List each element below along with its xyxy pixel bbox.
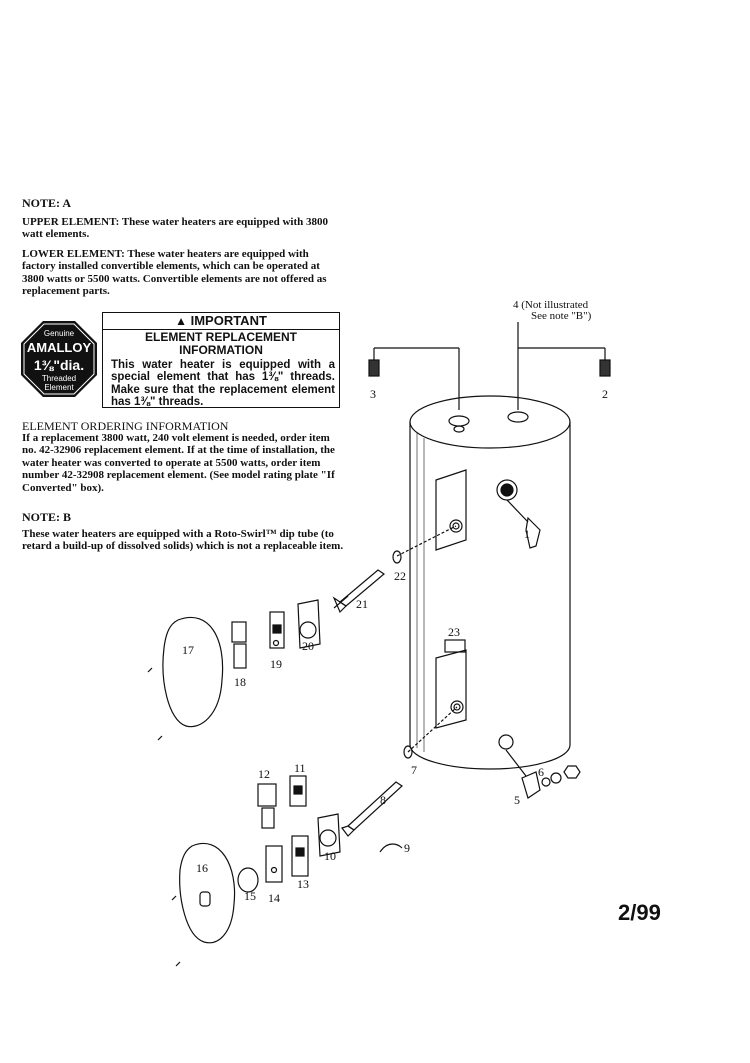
label-1: 1 xyxy=(524,527,530,541)
tank-body xyxy=(409,395,571,770)
upper-thermostat xyxy=(269,611,285,649)
ordering-body: If a replacement 3800 watt, 240 volt ele… xyxy=(22,432,335,494)
drain-valve xyxy=(505,749,581,799)
lower-bracket-10 xyxy=(317,813,341,857)
cover-screw-lower-1 xyxy=(171,895,177,901)
badge-line2: AMALLOY xyxy=(27,340,92,355)
note-a-lower: LOWER ELEMENT: These water heaters are e… xyxy=(22,248,340,298)
amalloy-badge: Genuine AMALLOY 1⅜"dia. Threaded Element xyxy=(21,321,97,397)
nipple-2 xyxy=(517,347,611,410)
label-23: 23 xyxy=(448,625,460,639)
upper-access-cover xyxy=(162,617,224,728)
callout-4-line2: See note "B") xyxy=(531,310,592,322)
important-box: ▲ IMPORTANT ELEMENT REPLACEMENT INFORMAT… xyxy=(102,312,340,408)
label-3: 3 xyxy=(370,387,376,401)
rating-plate xyxy=(444,639,466,653)
important-header-text: IMPORTANT xyxy=(190,313,267,328)
note-b-heading: NOTE: B xyxy=(22,510,72,524)
label-14: 14 xyxy=(268,891,280,905)
label-7: 7 xyxy=(411,763,417,777)
callout-4: 4 (Not illustrated See note "B") xyxy=(513,300,591,322)
label-12: 12 xyxy=(258,767,270,781)
label-11: 11 xyxy=(294,761,306,775)
warning-triangle-icon: ▲ xyxy=(175,314,187,328)
relief-valve xyxy=(506,499,541,549)
note-a-heading: NOTE: A xyxy=(22,196,72,210)
lower-access-cover xyxy=(179,842,236,944)
important-body: This water heater is equipped with a spe… xyxy=(111,359,335,409)
label-9: 9 xyxy=(404,841,410,855)
lower-thermostat-14 xyxy=(265,845,283,883)
label-20: 20 xyxy=(302,639,314,653)
badge-line3: 1⅜"dia. xyxy=(34,357,84,373)
label-22: 22 xyxy=(394,569,406,583)
wire-9 xyxy=(379,843,403,853)
cover-screw-upper-2 xyxy=(157,735,163,741)
note-a-upper: UPPER ELEMENT: These water heaters are e… xyxy=(22,216,340,241)
badge-line1: Genuine xyxy=(44,329,75,338)
label-5: 5 xyxy=(514,793,520,807)
upper-element-opening xyxy=(435,469,467,551)
ordering-heading: ELEMENT ORDERING INFORMATION xyxy=(22,419,229,433)
drain-opening xyxy=(498,734,514,750)
nipple-3 xyxy=(368,347,460,410)
insulation-15 xyxy=(237,867,259,893)
upper-thermostat-clip xyxy=(231,621,247,669)
upper-thermostat-bracket xyxy=(297,599,321,649)
upper-element-text: These water heaters are equipped with 38… xyxy=(22,216,328,241)
badge-line4: Threaded xyxy=(42,374,76,383)
cover-screw-upper-1 xyxy=(147,667,153,673)
relief-valve-opening xyxy=(496,479,518,501)
lower-element-text: These water heaters are equipped with fa… xyxy=(22,248,327,298)
label-8: 8 xyxy=(380,793,386,807)
date-code: 2/99 xyxy=(618,900,661,925)
cover-screw-lower-2 xyxy=(175,961,181,967)
label-6: 6 xyxy=(538,765,544,779)
label-2: 2 xyxy=(602,387,608,401)
label-21: 21 xyxy=(356,597,368,611)
badge-line5: Element xyxy=(44,383,74,392)
label-17: 17 xyxy=(182,643,194,657)
label-16: 16 xyxy=(196,861,208,875)
important-title-line1: ELEMENT REPLACEMENT xyxy=(144,330,297,344)
lower-element-opening xyxy=(435,649,467,729)
label-10: 10 xyxy=(324,849,336,863)
callout-4-line1: 4 (Not illustrated xyxy=(513,299,589,311)
upper-element-label: UPPER ELEMENT: xyxy=(22,216,120,228)
lower-element-label: LOWER ELEMENT: xyxy=(22,248,125,260)
important-header: ▲ IMPORTANT xyxy=(103,313,339,330)
upper-heating-element xyxy=(332,525,457,614)
lower-heating-element xyxy=(341,706,458,837)
label-18: 18 xyxy=(234,675,246,689)
lower-thermostat-12 xyxy=(257,783,277,829)
lower-thermostat-13 xyxy=(291,835,309,877)
label-13: 13 xyxy=(297,877,309,891)
lower-thermostat-11 xyxy=(289,775,307,807)
label-19: 19 xyxy=(270,657,282,671)
important-title-line2: INFORMATION xyxy=(179,343,263,357)
label-15: 15 xyxy=(244,889,256,903)
important-title: ELEMENT REPLACEMENT INFORMATION xyxy=(103,330,339,357)
note-b-body: These water heaters are equipped with a … xyxy=(22,528,344,553)
